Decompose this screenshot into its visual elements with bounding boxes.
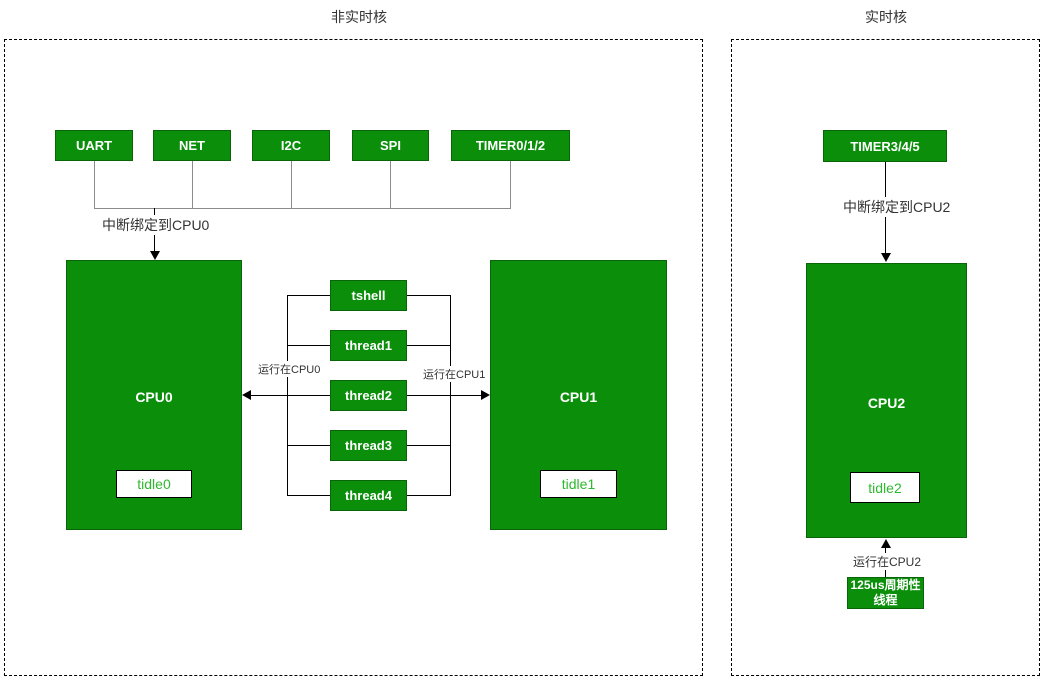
periodic-thread-box: 125us周期性线程 <box>847 577 924 609</box>
uart-drop-line <box>94 161 95 208</box>
thread1-connector-left-line <box>287 345 330 346</box>
thread3-connector-left-line <box>287 445 330 446</box>
arrow-down-icon <box>150 251 160 260</box>
tidle1-box: tidle1 <box>540 470 617 498</box>
thread4-connector-right-line <box>407 495 450 496</box>
interrupt-bus-line <box>94 208 511 209</box>
timer345-box: TIMER3/4/5 <box>823 130 947 162</box>
cpu0-box: CPU0 tidle0 <box>66 260 242 530</box>
realtime-core-panel <box>731 39 1040 676</box>
non-realtime-core-title: 非实时核 <box>331 9 387 25</box>
interrupt-bind-cpu0-label: 中断绑定到CPU0 <box>100 215 212 235</box>
arrow-left-icon <box>242 390 251 400</box>
tidle2-box: tidle2 <box>850 472 920 503</box>
spi-drop-line <box>390 161 391 208</box>
cpu2-label: CPU2 <box>867 395 906 411</box>
arrow-down-icon <box>881 253 891 262</box>
run-on-cpu1-label: 运行在CPU1 <box>421 366 488 382</box>
thread1-connector-right-line <box>407 345 450 346</box>
realtime-core-title: 实时核 <box>865 9 907 25</box>
run-on-cpu0-label: 运行在CPU0 <box>256 361 323 377</box>
arrow-up-icon <box>881 539 891 548</box>
thread3-box: thread3 <box>330 430 407 461</box>
net-box: NET <box>153 130 231 161</box>
thread3-connector-right-line <box>407 445 450 446</box>
tidle0-box: tidle0 <box>116 470 192 498</box>
timer012-drop-line <box>510 161 511 208</box>
thread4-connector-left-line <box>287 495 330 496</box>
tshell-connector-right-line <box>407 295 450 296</box>
spi-box: SPI <box>352 130 429 161</box>
thread1-box: thread1 <box>330 330 407 361</box>
non-realtime-core-panel <box>4 39 703 676</box>
i2c-box: I2C <box>252 130 330 161</box>
cpu2-box: CPU2 tidle2 <box>806 263 967 538</box>
thread4-box: thread4 <box>330 480 407 511</box>
cpu1-box: CPU1 tidle1 <box>490 260 667 530</box>
uart-box: UART <box>55 130 133 161</box>
tshell-connector-left-line <box>287 295 330 296</box>
net-drop-line <box>192 161 193 208</box>
run-on-cpu2-label: 运行在CPU2 <box>851 553 924 570</box>
cpu1-label: CPU1 <box>559 389 598 405</box>
tshell-box: tshell <box>330 280 407 311</box>
arrow-right-icon <box>481 390 490 400</box>
thread2-box: thread2 <box>330 380 407 411</box>
interrupt-bind-cpu2-label: 中断绑定到CPU2 <box>841 197 953 217</box>
i2c-drop-line <box>291 161 292 208</box>
cpu0-label: CPU0 <box>135 389 173 405</box>
timer012-box: TIMER0/1/2 <box>451 130 570 161</box>
